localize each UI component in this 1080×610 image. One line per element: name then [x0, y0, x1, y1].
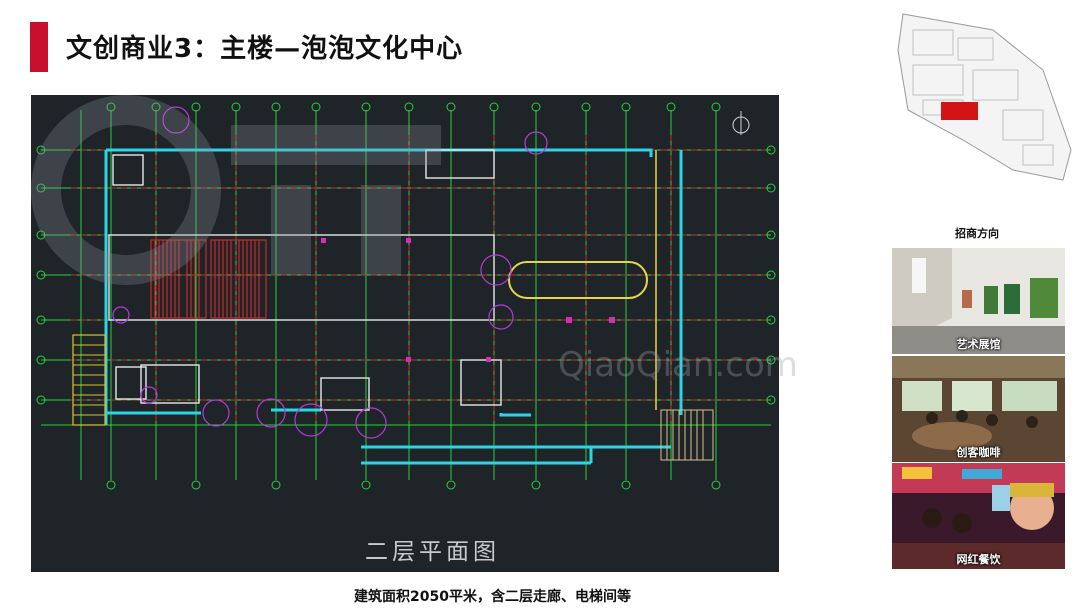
photo-label: 网红餐饮 [956, 553, 1001, 566]
leasing-direction-label: 招商方向 [955, 227, 999, 240]
floor-plan-title: 二层平面图 [365, 539, 500, 565]
title-accent-bar [30, 22, 48, 72]
watermark-text: QiaoQian.com [558, 345, 798, 385]
north-arrow-icon [732, 111, 750, 135]
watermark-logo-icon [31, 95, 441, 285]
site-highlight [941, 102, 978, 120]
page-title: 文创商业3：主楼—泡泡文化中心 [66, 34, 464, 64]
floor-plan: 二层平面图 [31, 95, 779, 572]
area-caption: 建筑面积2050平米，含二层走廊、电梯间等 [354, 589, 631, 605]
photo-maker-cafe: 创客咖啡 [892, 356, 1065, 462]
site-locator-map [897, 13, 1072, 181]
photo-label: 艺术展馆 [956, 338, 1001, 351]
photo-trendy-dining: 网红餐饮 [892, 463, 1065, 569]
photo-art-gallery: 艺术展馆 [892, 248, 1065, 354]
floor-plan-drawing [36, 102, 776, 490]
photo-label: 创客咖啡 [956, 446, 1001, 459]
